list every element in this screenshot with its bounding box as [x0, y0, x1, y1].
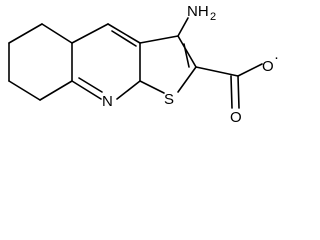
carbonyl-oxygen-label: O	[230, 109, 242, 126]
amino-nh-text: NH	[187, 3, 209, 20]
pyridine-ring	[71, 23, 141, 100]
amino-subscript-text: 2	[210, 11, 216, 23]
sulfur-label: S	[164, 91, 174, 108]
thiophene-ring	[139, 35, 197, 94]
amino-bond	[177, 17, 189, 37]
oxy-oxygen-label: O	[262, 58, 274, 75]
radical-dot: ·	[274, 49, 279, 66]
molecule-structure: NH 2 N S O · O	[8, 3, 279, 126]
amino-label: NH 2	[187, 3, 216, 23]
ring-nitrogen-label: N	[102, 93, 113, 110]
carboxyl-group	[195, 63, 263, 109]
cyclohexane-ring	[8, 23, 73, 101]
